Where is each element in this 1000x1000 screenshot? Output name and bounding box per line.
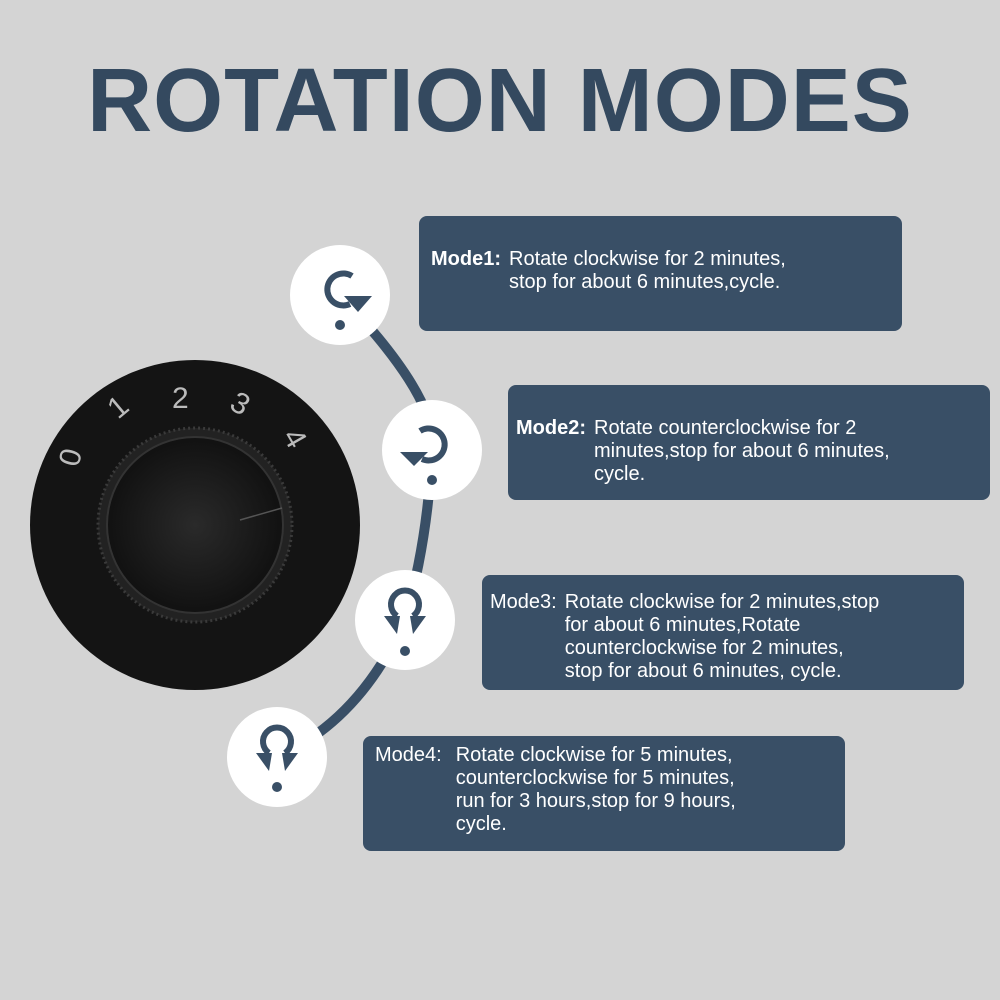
rotate-both-timed-icon xyxy=(256,724,298,792)
dial-pointer xyxy=(239,507,283,521)
mode3-label: Mode3: xyxy=(490,591,557,613)
dial-knob xyxy=(106,436,284,614)
mode2-box: Mode2: Rotate counterclockwise for 2 min… xyxy=(508,385,990,500)
rotate-counterclockwise-icon xyxy=(400,425,448,485)
mode4-box: Mode4: Rotate clockwise for 5 minutes, c… xyxy=(363,736,845,851)
mode3-description: Rotate clockwise for 2 minutes,stop for … xyxy=(564,591,880,682)
mode3-box: Mode3: Rotate clockwise for 2 minutes,st… xyxy=(482,575,964,690)
rotate-clockwise-icon xyxy=(324,270,372,330)
mode2-label: Mode2: xyxy=(516,417,586,439)
rotate-both-icon xyxy=(384,587,426,656)
page-title: ROTATION MODES xyxy=(87,51,913,151)
mode1-box: Mode1: Rotate clockwise for 2 minutes, s… xyxy=(419,216,902,331)
connector-arc xyxy=(274,291,438,762)
mode1-label: Mode1: xyxy=(431,248,501,270)
mode4-description: Rotate clockwise for 5 minutes, counterc… xyxy=(455,744,736,835)
dial-number-2: 2 xyxy=(172,382,189,415)
mode1-description: Rotate clockwise for 2 minutes, stop for… xyxy=(509,248,786,293)
mode4-label: Mode4: xyxy=(375,744,442,766)
mode2-description: Rotate counterclockwise for 2 minutes,st… xyxy=(594,417,890,485)
